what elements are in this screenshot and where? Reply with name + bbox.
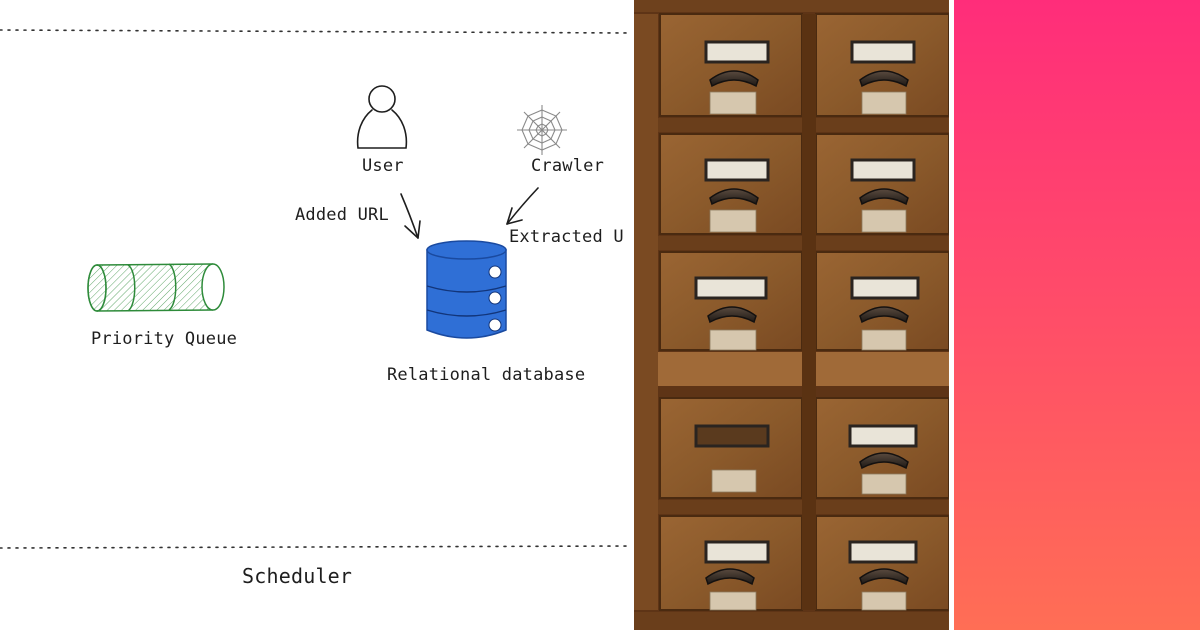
drawer-grid (634, 13, 949, 611)
drawer-pulls (705, 70, 909, 586)
scheduler-diagram: User Crawler Added URL Extracted U Prior… (0, 29, 631, 588)
gradient-panel (954, 0, 1200, 630)
queue-cylinder-icon (87, 263, 225, 312)
crawler-label: Crawler (531, 156, 605, 176)
database-icon (426, 240, 507, 339)
priority-queue-label: Priority Queue (91, 329, 238, 349)
divider (949, 0, 954, 630)
arrow-icon (506, 187, 539, 225)
extracted-url-label: Extracted U (509, 227, 624, 247)
scheduler-label: Scheduler (242, 564, 353, 588)
added-url-label: Added URL (295, 205, 389, 225)
relational-database-label: Relational database (387, 365, 586, 385)
drawer-tags (709, 91, 907, 611)
scheduler-top-border (0, 29, 631, 34)
spiderweb-icon (517, 105, 567, 155)
label-holders (694, 40, 920, 564)
user-icon (356, 85, 408, 149)
scheduler-bottom-border (0, 545, 631, 549)
user-label: User (362, 156, 404, 176)
card-catalog-drawing (634, 0, 949, 630)
card-catalog-photo (634, 0, 949, 630)
arrow-icon (400, 193, 421, 239)
diagram-canvas (0, 29, 631, 549)
